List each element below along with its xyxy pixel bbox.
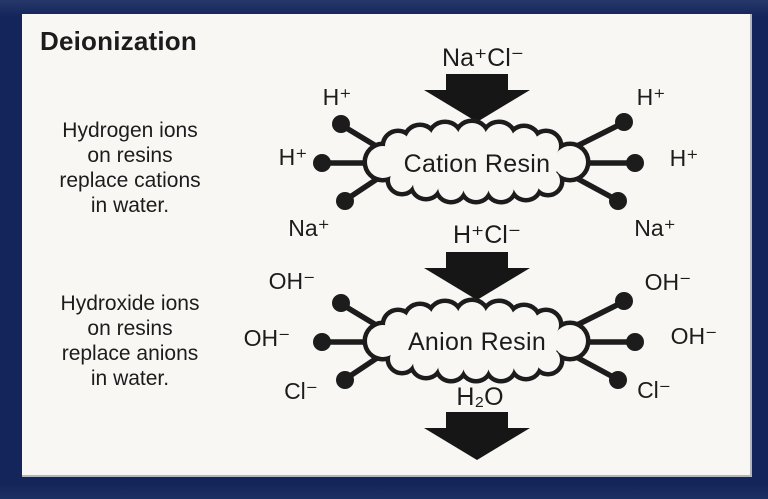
caption-line: on resins [87,144,173,167]
caption-line: in water. [90,367,170,390]
caption-line: Hydroxide ions [60,292,200,315]
caption-line: replace anions [61,342,199,365]
caption-line: in water. [90,194,170,217]
diagram-panel: Deionization Hydrogen ions on resins rep… [22,14,752,477]
caption-line: replace cations [59,169,201,192]
caption-line: on resins [87,317,173,340]
page-title: Deionization [40,26,197,56]
caption-hydrogen: Hydrogen ions on resins replace cations … [28,118,232,218]
caption-line: Hydrogen ions [62,119,198,142]
caption-hydroxide: Hydroxide ions on resins replace anions … [28,291,232,391]
